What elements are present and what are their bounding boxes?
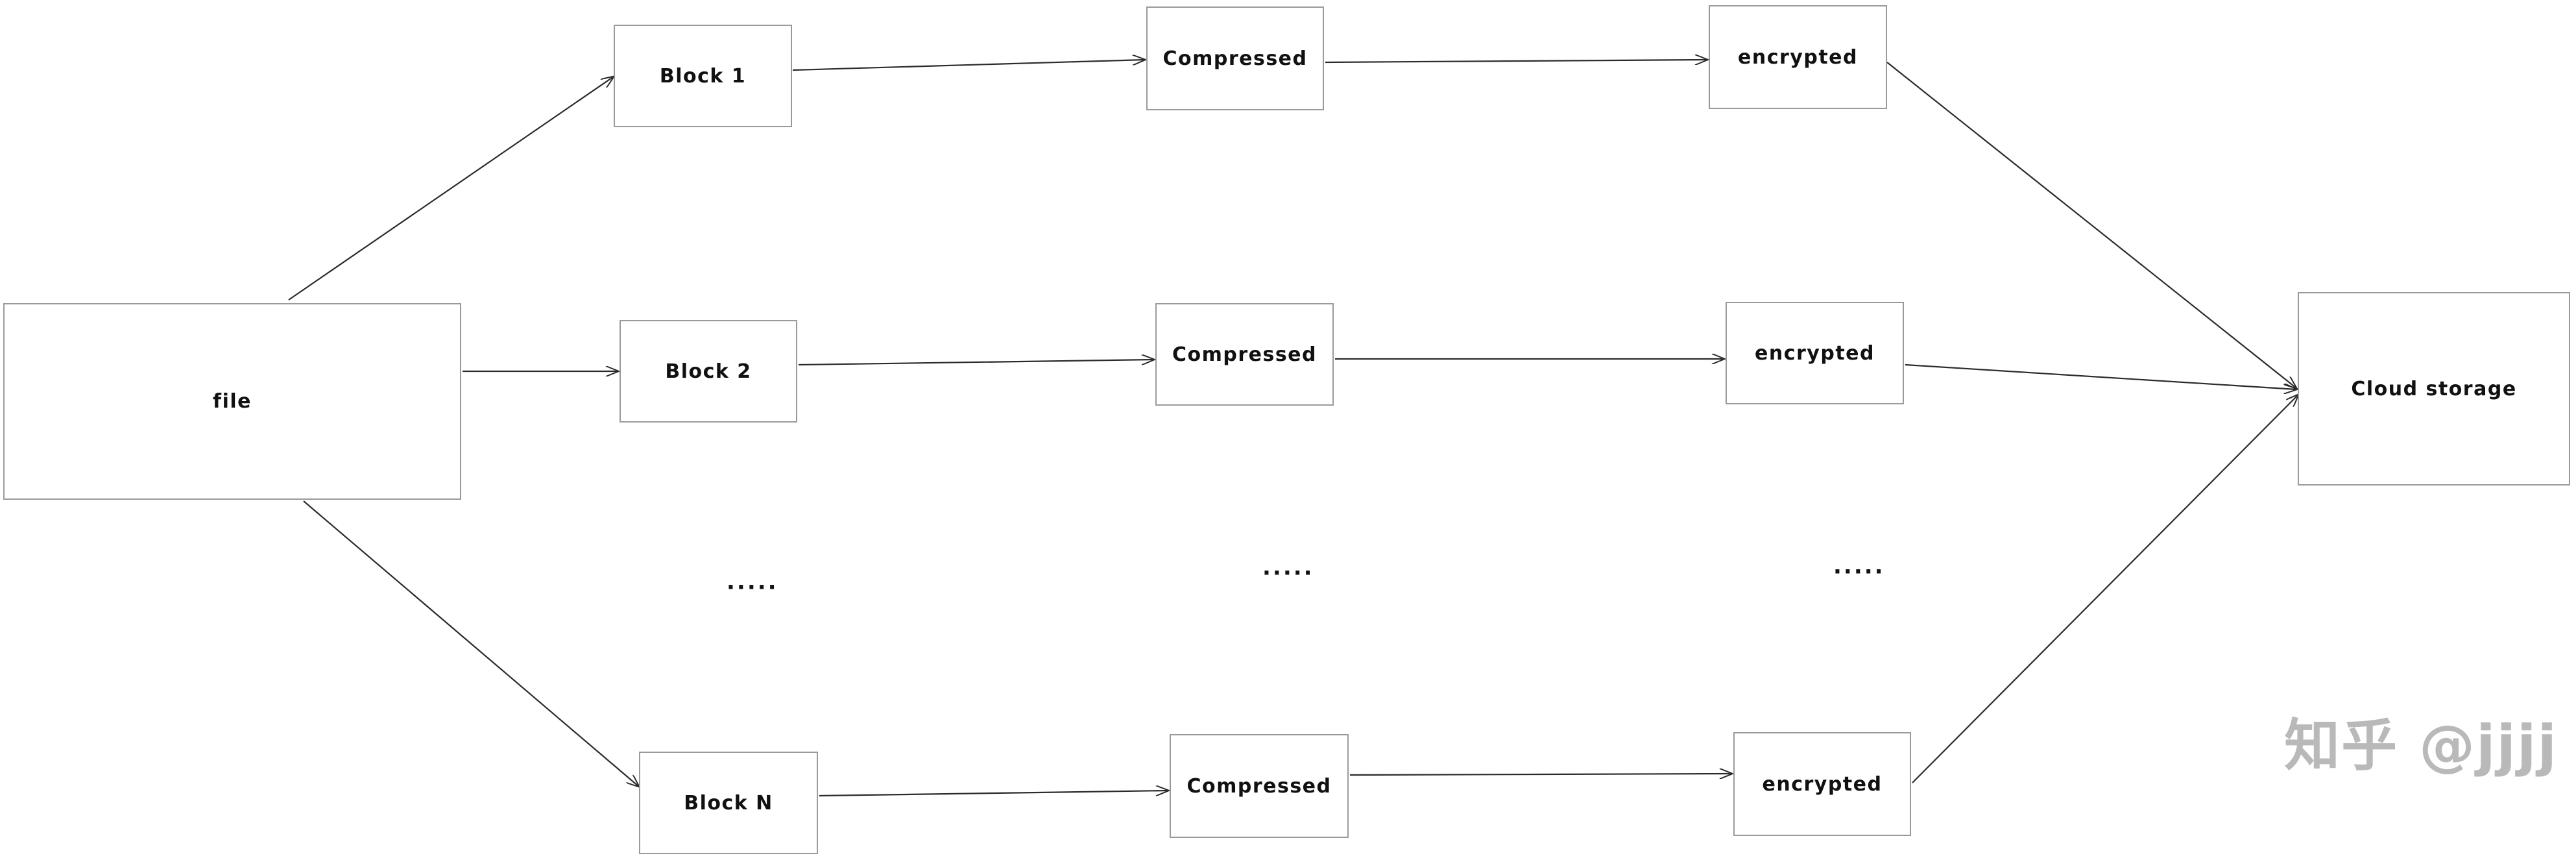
node-compressed-2-label: Compressed: [1172, 343, 1318, 366]
edge-blockn-to-compressed: [819, 791, 1168, 797]
node-encrypted-2-label: encrypted: [1755, 341, 1875, 365]
node-compressed-1[interactable]: Compressed: [1146, 6, 1324, 110]
edge-file-to-blockn: [303, 500, 639, 787]
edge-compressed1-to-enc: [1325, 60, 1707, 62]
node-compressed-n[interactable]: Compressed: [1170, 734, 1349, 838]
node-encrypted-n[interactable]: encrypted: [1733, 732, 1911, 836]
node-encrypted-2[interactable]: encrypted: [1726, 302, 1904, 404]
ellipsis-compressed: ·····: [1262, 560, 1314, 586]
edge-block1-to-compressed: [792, 60, 1145, 71]
watermark: 知乎 @jjjj: [2284, 713, 2558, 778]
node-block-1[interactable]: Block 1: [614, 25, 792, 127]
edge-file-to-block1: [288, 77, 614, 301]
node-compressed-1-label: Compressed: [1162, 47, 1308, 70]
edge-enc1-to-cloud: [1886, 62, 2296, 388]
node-encrypted-n-label: encrypted: [1762, 772, 1883, 796]
ellipsis-encrypted: ·····: [1833, 559, 1885, 585]
edge-block2-to-compressed: [798, 360, 1154, 366]
ellipsis-blocks: ·····: [727, 574, 778, 600]
node-compressed-2[interactable]: Compressed: [1155, 303, 1334, 406]
node-block-2[interactable]: Block 2: [620, 320, 797, 423]
edge-compressed3-to-enc: [1349, 774, 1732, 775]
node-block-n-label: Block N: [684, 791, 773, 815]
edge-enc3-to-cloud: [1912, 395, 2298, 783]
node-block-n[interactable]: Block N: [639, 752, 818, 854]
node-compressed-n-label: Compressed: [1186, 774, 1332, 798]
node-file[interactable]: file: [3, 303, 461, 500]
node-cloud-storage-label: Cloud storage: [2351, 377, 2517, 400]
node-block-2-label: Block 2: [665, 360, 752, 383]
node-file-label: file: [213, 390, 252, 413]
node-encrypted-1-label: encrypted: [1738, 45, 1858, 69]
node-cloud-storage[interactable]: Cloud storage: [2298, 292, 2570, 485]
edge-enc2-to-cloud: [1905, 363, 2296, 389]
node-block-1-label: Block 1: [659, 64, 747, 88]
node-encrypted-1[interactable]: encrypted: [1709, 5, 1887, 109]
